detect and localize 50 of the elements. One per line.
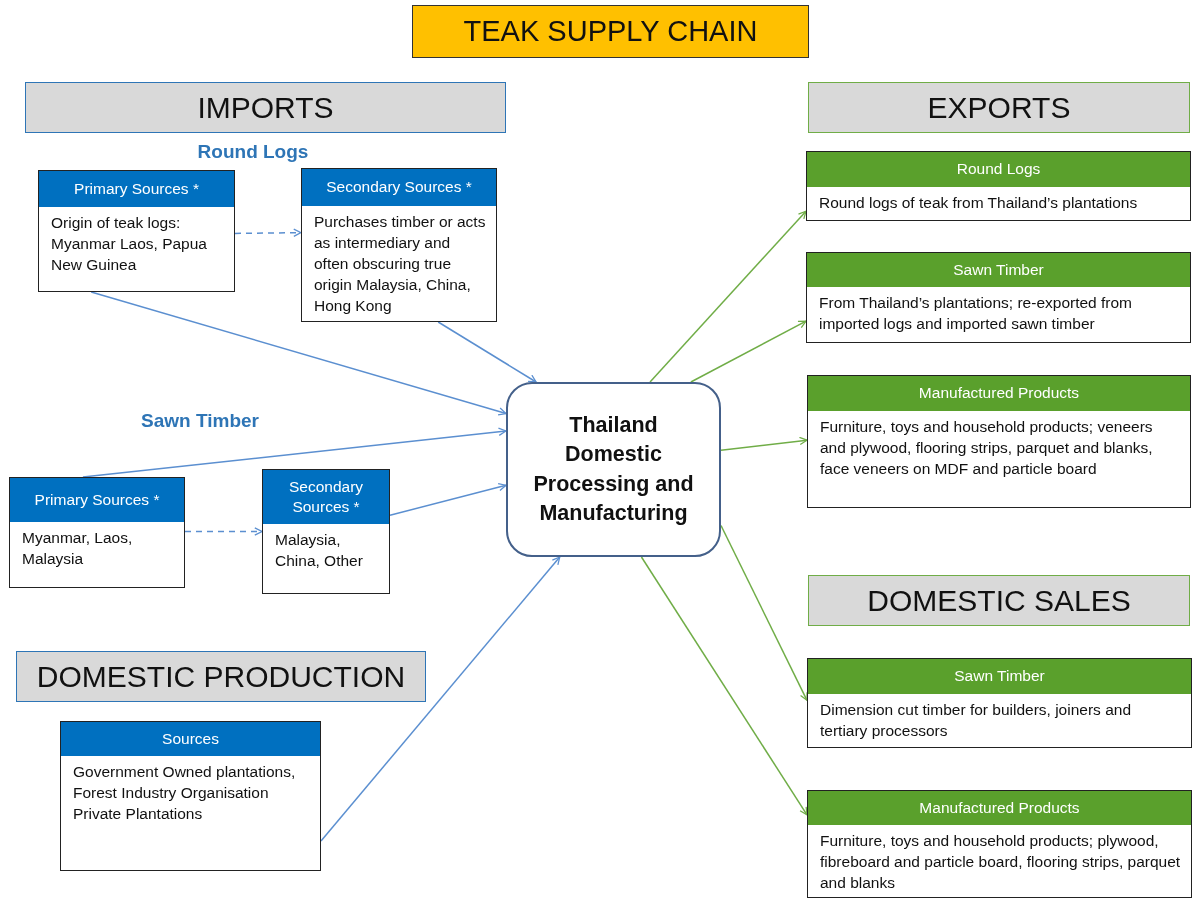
card-heading: Sources	[61, 722, 320, 756]
card-heading: Sawn Timber	[808, 659, 1191, 694]
card-text: Furniture, toys and household products; veneers and plywood, flooring strips, parquet and blanks, face veneers on MDF and particle board	[819, 417, 1154, 479]
card-text: Purchases timber or acts as intermediary and often obscuring true origin Malaysia, China, Hong Kong	[313, 212, 487, 316]
group-label: Round Logs	[197, 141, 309, 163]
arrow	[184, 527, 263, 536]
card-heading: Secondary Sources *	[302, 169, 496, 206]
info-card	[806, 252, 1191, 343]
card-heading: Primary Sources *	[39, 171, 234, 207]
group-label: Sawn Timber	[141, 410, 259, 432]
card-text: Furniture, toys and household products; plywood, fibreboard and particle board, flooring strips, parquet and blanks	[819, 831, 1182, 893]
arrow	[389, 482, 507, 516]
process-box: Thailand Domestic Processing and Manufacturing	[506, 382, 721, 557]
arrow	[690, 320, 807, 383]
info-card	[807, 790, 1192, 898]
card-heading: Sawn Timber	[807, 253, 1190, 287]
arrow	[640, 556, 808, 816]
arrow	[320, 556, 561, 842]
arrow	[90, 291, 507, 416]
card-heading: Round Logs	[807, 152, 1190, 187]
info-card	[806, 151, 1191, 221]
title-banner: TEAK SUPPLY CHAIN	[412, 5, 809, 58]
card-heading: Primary Sources *	[10, 478, 184, 522]
info-card	[60, 721, 321, 871]
card-text: Round logs of teak from Thailand’s plantations	[818, 193, 1139, 213]
arrow	[234, 228, 302, 237]
section-band: DOMESTIC SALES	[808, 575, 1190, 626]
card-text: From Thailand’s plantations; re-exported from imported logs and imported sawn timber	[818, 293, 1134, 334]
info-card	[38, 170, 235, 292]
section-band: IMPORTS	[25, 82, 506, 133]
info-card	[301, 168, 497, 322]
info-card	[807, 658, 1192, 748]
card-text: Dimension cut timber for builders, joiners and tertiary processors	[819, 700, 1132, 741]
arrow	[649, 210, 807, 383]
section-band: EXPORTS	[808, 82, 1190, 133]
info-card	[262, 469, 390, 594]
card-heading: Secondary Sources *	[263, 470, 389, 524]
arrow	[82, 427, 507, 478]
section-band: DOMESTIC PRODUCTION	[16, 651, 426, 702]
card-text: Origin of teak logs: Myanmar Laos, Papua New Guinea	[50, 213, 208, 275]
info-card	[807, 375, 1191, 508]
card-heading: Manufactured Products	[808, 791, 1191, 825]
card-heading: Manufactured Products	[808, 376, 1190, 411]
card-text: Government Owned plantations, Forest Industry Organisation Private Plantations	[72, 762, 297, 824]
arrow	[720, 436, 808, 451]
arrow	[437, 321, 537, 383]
arrow	[720, 524, 808, 702]
card-text: Myanmar, Laos, Malaysia	[21, 528, 134, 569]
info-card	[9, 477, 185, 588]
card-text: Malaysia, China, Other	[274, 530, 364, 571]
